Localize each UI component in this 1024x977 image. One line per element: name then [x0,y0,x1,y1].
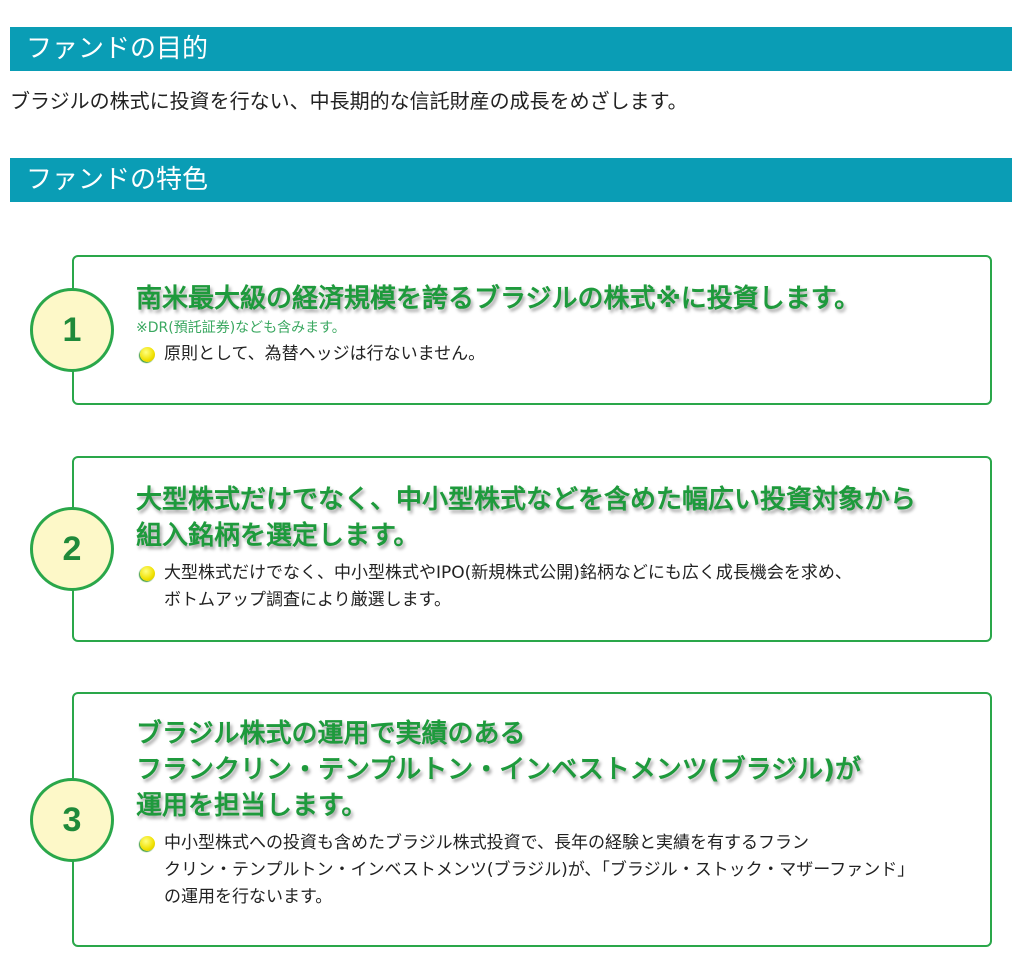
bullet-text: クリン・テンプルトン・インベストメンツ(ブラジル)が、「ブラジル・ストック・マザ… [164,860,915,880]
purpose-heading: ファンドの目的 [10,27,1012,71]
title-line: 運用を担当します。 [136,791,368,821]
bullet-text: 大型株式だけでなく、中小型株式やIPO(新規株式公開)銘柄などにも広く成長機会を… [164,563,852,583]
bullet-dot-icon [140,836,155,851]
title-line: 大型株式だけでなく、中小型株式などを含めた幅広い投資対象から [136,485,917,515]
title-line: ブラジル株式の運用で実績のある [136,719,526,749]
title-line: 組入銘柄を選定します。 [136,521,420,551]
feature-title: 大型株式だけでなく、中小型株式などを含めた幅広い投資対象から 組入銘柄を選定しま… [136,482,970,554]
feature-bullet: 中小型株式への投資も含めたブラジル株式投資で、長年の経験と実績を有するフラン ク… [136,830,970,911]
feature-bullet: 原則として、為替ヘッジは行ないません。 [136,341,970,368]
feature-number-badge: 3 [30,778,114,862]
purpose-text: ブラジルの株式に投資を行ない、中長期的な信託財産の成長をめざします。 [10,89,688,113]
feature-card-2: 2 大型株式だけでなく、中小型株式などを含めた幅広い投資対象から 組入銘柄を選定… [30,456,992,642]
feature-title: 南米最大級の経済規模を誇るブラジルの株式※に投資します。 [136,284,861,314]
features-heading: ファンドの特色 [10,158,1012,202]
bullet-dot-icon [140,566,155,581]
bullet-dot-icon [140,347,155,362]
feature-bullet: 大型株式だけでなく、中小型株式やIPO(新規株式公開)銘柄などにも広く成長機会を… [136,560,970,614]
title-line: フランクリン・テンプルトン・インベストメンツ(ブラジル)が [136,755,861,785]
feature-number-badge: 1 [30,288,114,372]
feature-card-1: 1 南米最大級の経済規模を誇るブラジルの株式※に投資します。 ※DR(預託証券)… [30,255,992,405]
feature-card-3: 3 ブラジル株式の運用で実績のある フランクリン・テンプルトン・インベストメンツ… [30,692,992,947]
feature-number-badge: 2 [30,507,114,591]
bullet-text: 原則として、為替ヘッジは行ないません。 [164,344,486,364]
feature-note: ※DR(預託証券)なども含みます。 [136,320,346,336]
bullet-text: 中小型株式への投資も含めたブラジル株式投資で、長年の経験と実績を有するフラン [164,833,809,853]
feature-title: ブラジル株式の運用で実績のある フランクリン・テンプルトン・インベストメンツ(ブ… [136,716,970,824]
bullet-text: ボトムアップ調査により厳選します。 [164,590,451,610]
bullet-text: の運用を行ないます。 [164,887,333,907]
